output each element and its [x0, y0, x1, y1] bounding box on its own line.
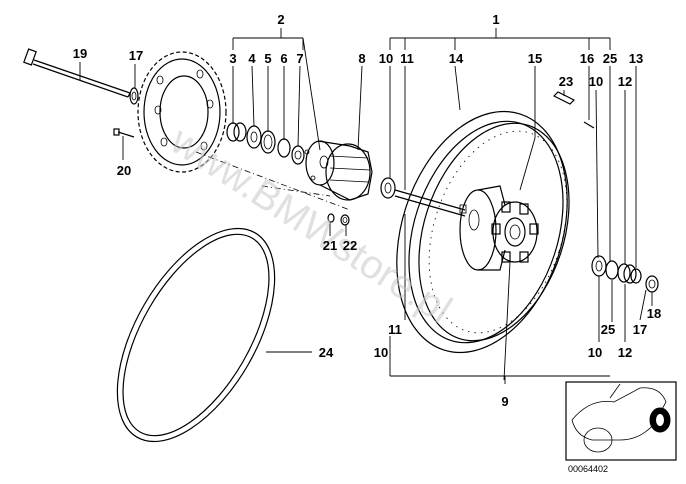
- label-14: 14: [449, 51, 464, 66]
- label-10-lower-right: 10: [588, 345, 602, 360]
- label-5: 5: [264, 51, 271, 66]
- label-7: 7: [296, 51, 303, 66]
- label-24: 24: [319, 345, 334, 360]
- ring-6: [277, 138, 291, 158]
- axis-line-2: [261, 185, 331, 197]
- inset-thumbnail: [565, 381, 677, 461]
- wheel-hub: [459, 185, 506, 271]
- label-2: 2: [277, 12, 284, 27]
- balance-weight-23: [552, 91, 576, 105]
- label-3: 3: [229, 51, 236, 66]
- seal-25: [605, 260, 619, 280]
- nut-21-22: [327, 213, 350, 226]
- label-13: 13: [629, 51, 643, 66]
- spacer-11-left: [394, 189, 466, 217]
- seal-5: [260, 130, 276, 154]
- label-6: 6: [280, 51, 287, 66]
- label-9: 9: [501, 394, 508, 409]
- valve-16: [583, 121, 595, 129]
- bearing-10-right: [591, 255, 607, 277]
- label-1: 1: [492, 12, 499, 27]
- label-15: 15: [528, 51, 542, 66]
- leader-lines: [79, 28, 653, 384]
- label-22: 22: [343, 238, 357, 253]
- label-10-lower: 10: [374, 345, 388, 360]
- label-11: 11: [400, 51, 414, 66]
- sprocket: [137, 51, 227, 173]
- cush-drive: [491, 201, 539, 263]
- label-10-upper-right: 10: [589, 74, 603, 89]
- spacer-12: [617, 263, 642, 284]
- axle-bolt: [23, 48, 131, 98]
- label-25: 25: [603, 51, 617, 66]
- spacer-7: [291, 145, 305, 165]
- label-10: 10: [379, 51, 393, 66]
- label-8: 8: [358, 51, 365, 66]
- label-12-lower: 12: [618, 345, 632, 360]
- diagram-code: 00064402: [568, 464, 608, 474]
- label-20: 20: [117, 163, 131, 178]
- part-labels: 1 2 3 4 5 6 7 8 9 10 11 12 13 14 15 16 1…: [73, 12, 661, 409]
- axis-line: [195, 151, 351, 211]
- label-23: 23: [559, 74, 573, 89]
- label-18: 18: [647, 306, 661, 321]
- bearing-4: [246, 125, 262, 149]
- label-19: 19: [73, 46, 87, 61]
- washer-17: [129, 87, 139, 105]
- drive-belt: [116, 227, 276, 443]
- bearing-10-left: [380, 177, 396, 199]
- spacer-3: [226, 122, 247, 142]
- bolt-20: [113, 128, 135, 138]
- wheel-rim: [396, 110, 570, 354]
- watermark: www.BMWstore.pl: [162, 118, 459, 332]
- sprocket-carrier: [304, 140, 373, 201]
- label-12: 12: [618, 74, 632, 89]
- label-17: 17: [129, 48, 143, 63]
- label-25-lower: 25: [601, 322, 615, 337]
- label-11-lower: 11: [388, 322, 402, 337]
- label-21: 21: [323, 238, 337, 253]
- label-16: 16: [580, 51, 594, 66]
- label-4: 4: [248, 51, 256, 66]
- label-17-lower: 17: [633, 322, 647, 337]
- nut-18: [645, 275, 659, 293]
